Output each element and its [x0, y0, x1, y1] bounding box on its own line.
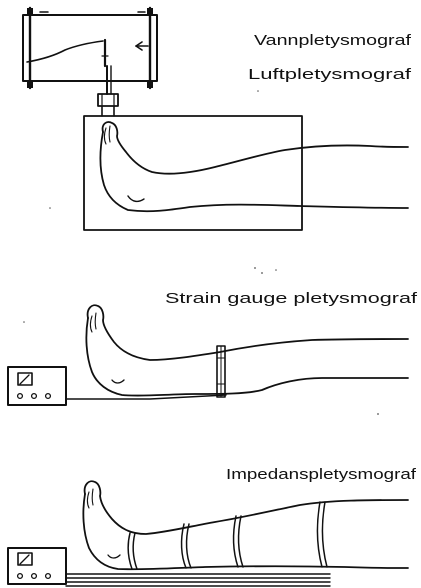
air-plethysmograph-label: Luftpletysmograf — [248, 67, 412, 83]
impedance-meter — [8, 548, 66, 584]
connecting-tube — [98, 66, 118, 116]
impedance-electrode-bands — [128, 502, 327, 569]
strain-gauge-plethysmograph-label: Strain gauge pletysmograf — [165, 291, 418, 307]
scan-specks — [23, 90, 379, 415]
leg-in-tank — [101, 122, 409, 211]
leg-strain-gauge — [86, 305, 408, 395]
impedance-wires — [66, 574, 330, 586]
strain-gauge-meter — [8, 367, 66, 405]
impedance-section: Impedanspletysmograf — [8, 467, 417, 586]
impedance-plethysmograph-label: Impedanspletysmograf — [226, 467, 417, 483]
water-plethysmograph-label: Vannpletysmograf — [254, 33, 412, 49]
leg-impedance — [83, 481, 408, 569]
strain-gauge-section: Strain gauge pletysmograf — [8, 291, 418, 405]
recording-drum — [23, 8, 157, 88]
drum-direction-arrow-icon — [136, 42, 148, 50]
strain-gauge-band — [217, 346, 225, 397]
water-air-plethysmograph-section: Vannpletysmograf Luftpletysmograf — [23, 8, 412, 230]
